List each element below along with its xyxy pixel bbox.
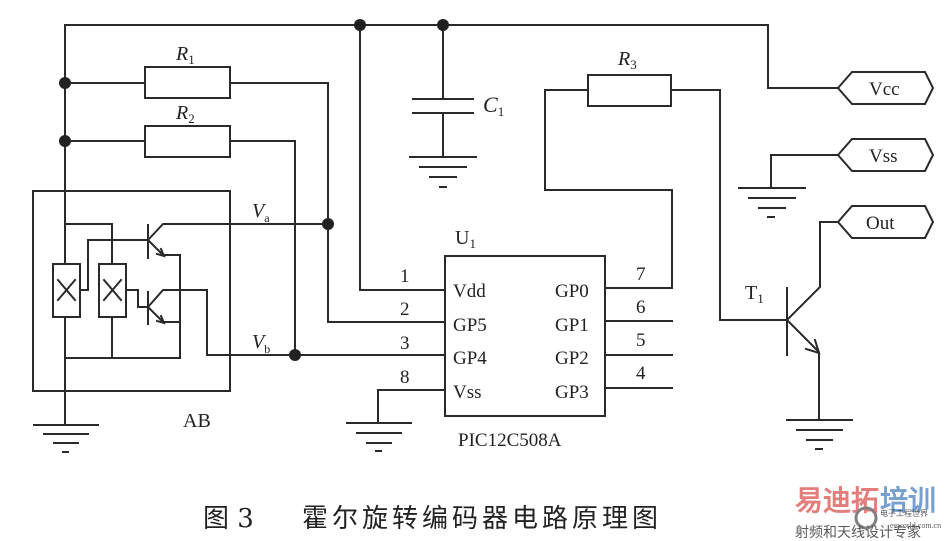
junction-r2 [59, 135, 71, 147]
transistor-t1-arrow-icon [804, 338, 821, 355]
watermark-site: eeworld.com.cn [890, 521, 941, 530]
c1-label: C1 [483, 92, 504, 119]
hall-bus-top [64, 223, 113, 265]
watermark-logo-icon [854, 506, 878, 530]
watermark-title-blue: 培训 [880, 484, 936, 517]
junction-vb [289, 349, 301, 361]
port-vcc [836, 71, 935, 105]
t1-label: T1 [745, 282, 764, 306]
port-vcc-label: Vcc [869, 79, 900, 100]
module-transistor-2-arrow-icon [155, 314, 166, 325]
gp0-wire [544, 89, 673, 289]
junction-r1 [59, 77, 71, 89]
resistor-r2 [144, 125, 231, 158]
figure-caption: 霍尔旋转编码器电路原理图 [302, 504, 662, 534]
ground-left-icon [33, 424, 99, 453]
r1-label: R1 [175, 43, 195, 67]
pin-8-number: 8 [400, 367, 410, 388]
port-out [836, 205, 935, 239]
hall-bus-bottom [64, 316, 181, 359]
pin-7-number: 7 [636, 264, 646, 285]
capacitor-c1 [412, 24, 474, 158]
pin-8-name: Vss [453, 382, 482, 403]
vss-wire [377, 389, 446, 424]
ab-label: AB [183, 410, 211, 432]
pin-2-name: GP5 [453, 315, 487, 336]
r3-to-t1-base [670, 89, 788, 321]
pin-5-name: GP2 [555, 348, 589, 369]
r1-wire-right [229, 82, 446, 323]
ground-t1-icon [786, 419, 853, 450]
pin-5-number: 5 [636, 330, 646, 351]
vcc-rail [64, 24, 839, 89]
watermark: 易迪拓 培训 电子工程世界 eeworld.com.cn 射频和天线设计专家 [795, 484, 941, 541]
u1-label: U1 [455, 227, 476, 251]
hall-1-x-icon [56, 278, 77, 302]
junction-c1 [437, 19, 449, 31]
hall-1-out [79, 239, 149, 291]
vss-port-wire [770, 154, 839, 189]
chip-u1 [444, 255, 606, 417]
pin-1-number: 1 [400, 266, 410, 287]
port-out-label: Out [866, 213, 895, 234]
vb-label: Vb [252, 331, 270, 356]
pin-6-number: 6 [636, 297, 646, 318]
ground-c1-icon [409, 156, 477, 188]
pin-3-name: GP4 [453, 348, 487, 369]
sensor-module-ab [32, 190, 231, 392]
junction-vdd [354, 19, 366, 31]
port-vss [836, 138, 935, 172]
chip-name-label: PIC12C508A [458, 430, 562, 451]
watermark-title-red: 易迪拓 [795, 484, 879, 517]
pin-1-name: Vdd [453, 281, 486, 302]
resistor-r1 [144, 66, 231, 99]
r3-label: R3 [617, 48, 637, 72]
module-transistor-1 [146, 223, 329, 359]
resistor-r3 [587, 74, 672, 107]
figure-number: 图 3 [203, 504, 254, 534]
module-transistor-1-arrow-icon [155, 247, 166, 258]
r2-label: R2 [175, 102, 195, 126]
hall-2-out [125, 289, 149, 308]
hall-2-x-icon [102, 278, 123, 302]
pin-3-number: 3 [400, 333, 410, 354]
ground-chip-icon [346, 422, 412, 452]
pin-4-number: 4 [636, 363, 646, 384]
r2-wire-right [229, 140, 296, 356]
vdd-wire [359, 24, 446, 291]
junction-va [322, 218, 334, 230]
watermark-subtitle: 射频和天线设计专家 [795, 524, 921, 541]
va-label: Va [252, 200, 270, 225]
transistor-t1 [785, 221, 839, 419]
port-vss-label: Vss [869, 146, 898, 167]
pin-7-name: GP0 [555, 281, 589, 302]
pin-2-number: 2 [400, 299, 410, 320]
ground-vss-icon [738, 187, 806, 218]
pin-4-name: GP3 [555, 382, 589, 403]
pin-6-name: GP1 [555, 315, 589, 336]
watermark-logo-text: 电子工程世界 [880, 508, 928, 518]
